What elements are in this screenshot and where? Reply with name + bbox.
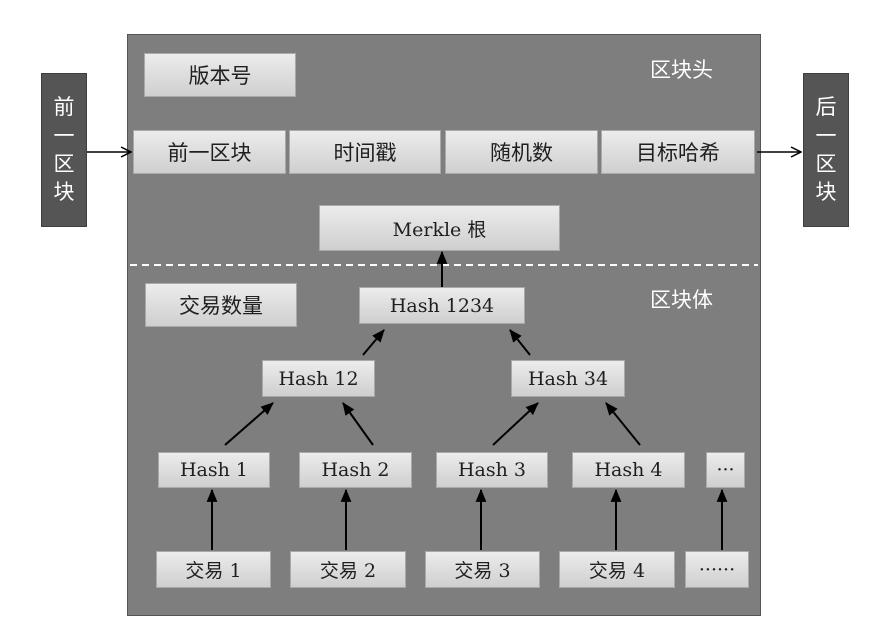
next-block-char: 区	[815, 152, 837, 176]
field-target-hash: 目标哈希	[601, 130, 755, 174]
hash-4-box: Hash 4	[572, 452, 685, 488]
tx-2-box: 交易 2	[290, 551, 406, 588]
next-block-char: 后	[815, 95, 837, 120]
next-block-char: 块	[815, 180, 837, 205]
hash-3-box: Hash 3	[436, 452, 548, 488]
hash-1234-box: Hash 1234	[359, 287, 525, 324]
next-block: 后 一 区 块	[803, 73, 849, 227]
version-box: 版本号	[144, 53, 296, 97]
arrow-hash3-to-hash34	[492, 402, 539, 446]
field-nonce: 随机数	[445, 130, 598, 174]
block-header-label: 区块头	[650, 58, 713, 82]
arrow-hash34-to-hash1234	[509, 329, 531, 356]
hash-1-box: Hash 1	[158, 452, 270, 488]
prev-block: 前 一 区 块	[41, 73, 87, 227]
hash-2-box: Hash 2	[299, 452, 412, 488]
arrow-hash2-to-hash12	[342, 402, 374, 446]
prev-block-char: 块	[53, 180, 75, 205]
tx-4-box: 交易 4	[559, 551, 675, 588]
hash-34-box: Hash 34	[511, 360, 625, 397]
tx-more-box: ······	[685, 551, 749, 588]
prev-block-char: 前	[53, 95, 75, 120]
tx-count-box: 交易数量	[145, 283, 297, 327]
prev-block-char: 一	[53, 123, 75, 148]
next-block-char: 一	[815, 123, 837, 148]
arrow-hash1-to-hash12	[224, 402, 274, 446]
arrow-hash4-to-hash34	[605, 402, 641, 446]
tx-1-box: 交易 1	[156, 551, 271, 588]
merkle-root-box: Merkle 根	[319, 205, 560, 251]
block-body-label: 区块体	[650, 288, 713, 312]
tx-3-box: 交易 3	[425, 551, 540, 588]
field-timestamp: 时间戳	[289, 130, 441, 174]
arrow-hash12-to-hash1234	[362, 329, 385, 356]
field-prev-block: 前一区块	[133, 130, 286, 174]
hash-12-box: Hash 12	[262, 360, 375, 397]
hash-more-box: ···	[706, 452, 745, 488]
prev-block-char: 区	[53, 152, 75, 176]
